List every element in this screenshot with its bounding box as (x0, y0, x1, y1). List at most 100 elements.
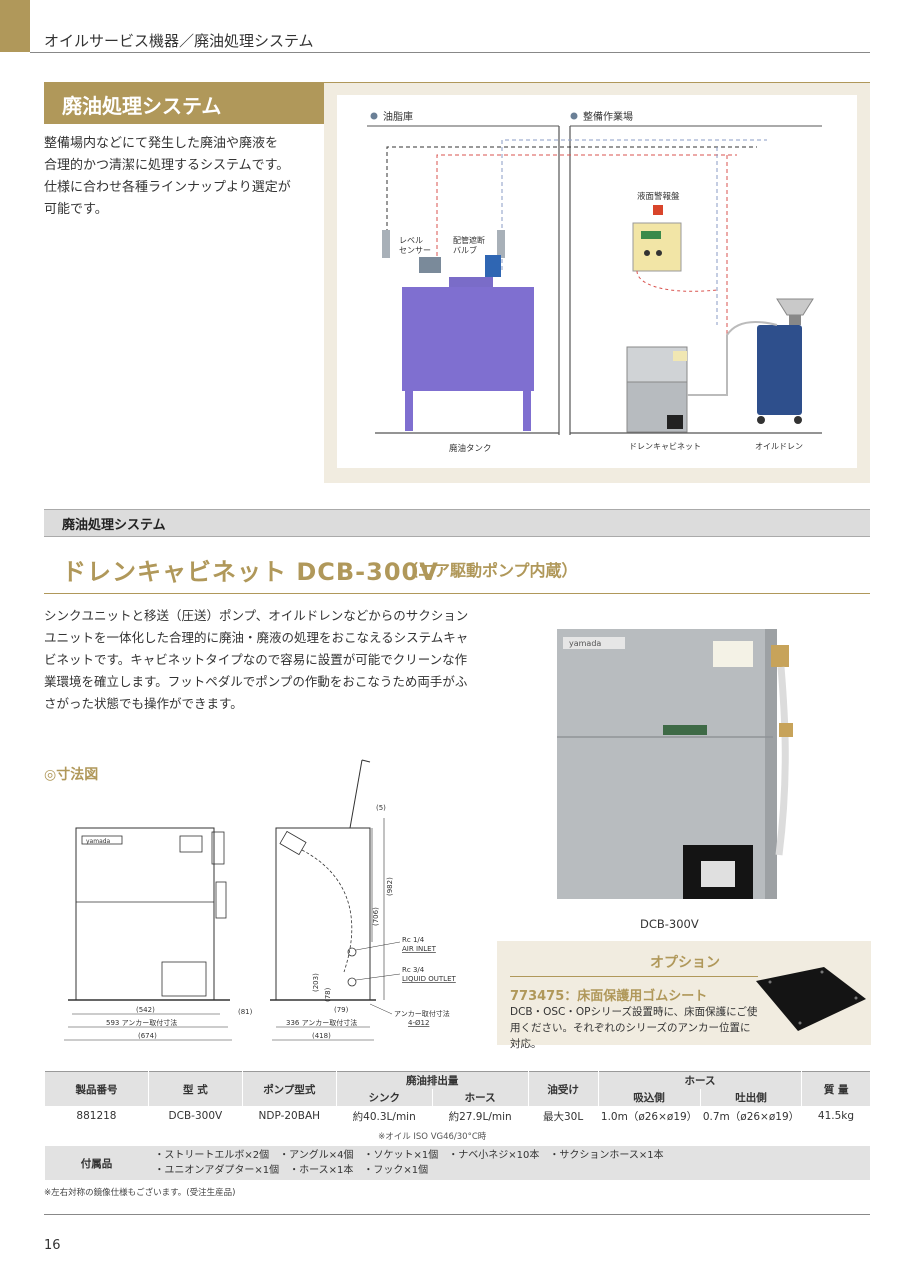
label-level-sensor-2: センサー (399, 246, 431, 255)
option-name: 773475：床面保護用ゴムシート (510, 989, 708, 1004)
mat-hole-1 (768, 980, 772, 984)
header-accent-bar (0, 0, 30, 52)
alarm-switch-2 (656, 250, 662, 256)
option-rule (510, 976, 758, 977)
option-heading: オプション (650, 955, 720, 971)
dim-203: (203) (312, 973, 320, 992)
anchor-hole-spec: 4-Ø12 (408, 1019, 429, 1027)
liquid-outlet-leader (355, 973, 401, 981)
area-left-label: 油脂庫 (383, 110, 413, 123)
drain-neck (789, 315, 801, 325)
cabinet-warning-label (713, 641, 753, 667)
side-view-body (275, 827, 371, 1001)
suction-hose (775, 666, 789, 856)
dimension-drawing-svg: yamada (542) 593 アンカー取付寸法 (674) (81) (98… (64, 759, 457, 1041)
side-internal-hose (301, 849, 353, 973)
level-sensor (382, 230, 390, 258)
cell-product-no: 881218 (76, 1110, 117, 1122)
accessories-label: 付属品 (44, 1146, 149, 1180)
area-right-label: 整備作業場 (583, 110, 633, 123)
section-title-band (44, 82, 324, 124)
label-alarm: 液面警報盤 (637, 191, 680, 202)
photo-caption: DCB-300V (640, 917, 699, 931)
discharge-line (436, 154, 737, 270)
front-brand-text: yamada (86, 838, 111, 845)
liquid-outlet-label: LIQUID OUTLET (402, 975, 457, 983)
alarm-wire (636, 270, 718, 292)
air-line (501, 139, 767, 270)
dim-front-w: (542) (136, 1006, 155, 1014)
anchor-leader (369, 1003, 393, 1015)
label-cabinet: ドレンキャビネット (629, 442, 701, 451)
table-row: 881218 DCB-300V NDP-20BAH 約40.3L/min 約27… (45, 1106, 871, 1126)
th-model: 型 式 (147, 1071, 243, 1106)
oil-drain-body (757, 325, 802, 415)
front-fitting (211, 831, 225, 865)
product-description: シンクユニットと移送（圧送）ポンプ、オイルドレンなどからのサクションユニットを一… (44, 608, 469, 711)
cabinet-side (765, 629, 777, 899)
dim-side-anchor: 336 アンカー取付寸法 (286, 1018, 357, 1027)
cell-pump: NDP-20BAH (258, 1110, 321, 1122)
th-hose-group: ホース (597, 1071, 802, 1089)
cell-hose: 約27.9L/min (448, 1110, 512, 1123)
dim-side-offset: (81) (238, 1008, 253, 1016)
th-hose: ホース (431, 1089, 529, 1106)
label-valve-1: 配管遮断 (453, 235, 485, 245)
air-inlet-leader (355, 941, 401, 951)
cabinet-gauge (663, 725, 707, 735)
dim-side-79: (79) (334, 1006, 349, 1014)
dim-front-anchor: 593 アンカー取付寸法 (106, 1018, 177, 1027)
cell-sink: 約40.3L/min (352, 1110, 416, 1123)
dimension-drawing: yamada (542) 593 アンカー取付寸法 (674) (81) (98… (44, 752, 484, 1052)
liquid-outlet-spec: Rc 3/4 (402, 966, 425, 974)
dim-982: (982) (386, 877, 394, 896)
alarm-lamp (653, 205, 663, 215)
side-hose-fitting (279, 830, 307, 856)
system-diagram: 油脂庫 整備作業場 レベル センサー 配管遮断 バルブ 廃油タンク 液面警報盤 (337, 95, 857, 468)
cell-discharge-side: 0.7m（ø26×ø19） (702, 1110, 800, 1123)
alarm-display (641, 231, 661, 239)
mat-hole-4 (798, 1021, 802, 1025)
rubber-mat-image (752, 963, 868, 1039)
cell-weight: 41.5kg (817, 1110, 855, 1122)
rubber-mat (756, 967, 866, 1031)
cabinet-logo: yamada (569, 639, 601, 648)
product-photo: yamada (553, 625, 797, 911)
anchor-hole-label: アンカー取付寸法 (394, 1009, 450, 1018)
liquid-outlet-port (347, 977, 357, 987)
air-inlet-label: AIR INLET (402, 945, 437, 953)
product-category-label: 廃油処理システム (62, 518, 166, 533)
air-inlet-spec: Rc 1/4 (402, 936, 425, 944)
cell-tray: 最大30L (542, 1110, 584, 1123)
side-lid-top (361, 759, 371, 763)
section-title: 廃油処理システム (62, 94, 222, 118)
footer-rule (44, 1214, 870, 1215)
accessories-line-1: ・ストリートエルボ×2個 ・アングル×4個 ・ソケット×1個 ・ナベ小ネジ×10… (154, 1150, 664, 1161)
rubber-mat-svg (756, 967, 866, 1031)
system-diagram-svg: 油脂庫 整備作業場 レベル センサー 配管遮断 バルブ 廃油タンク 液面警報盤 (367, 110, 822, 454)
label-drain: オイルドレン (755, 442, 803, 451)
front-pedal (161, 961, 207, 997)
page-category: オイルサービス機器／廃油処理システム (44, 32, 314, 50)
cabinet-logo-plate (563, 637, 625, 649)
page-number: 16 (44, 1238, 61, 1253)
cell-suction: 1.0m（ø26×ø19） (600, 1110, 698, 1123)
dim-top-5: (5) (376, 804, 386, 812)
drain-wheel-left (757, 416, 765, 424)
accessories-line-2: ・ユニオンアダプター×1個 ・ホース×1本 ・フック×1個 (154, 1165, 429, 1176)
section-rule (324, 82, 870, 83)
th-sink: シンク (335, 1089, 433, 1106)
regulator (419, 257, 441, 273)
th-product-no: 製品番号 (44, 1071, 149, 1106)
dim-78: (78) (324, 987, 332, 1002)
th-discharge: 廃油排出量 (335, 1071, 529, 1089)
cell-model: DCB-300V (168, 1110, 223, 1122)
brass-elbow (779, 723, 793, 737)
alarm-panel (632, 222, 682, 272)
th-pump: ポンプ型式 (241, 1071, 337, 1106)
dimension-title: ◎寸法図 (44, 767, 99, 783)
th-suction: 吸込側 (597, 1089, 701, 1106)
th-discharge-side: 吐出側 (699, 1089, 802, 1106)
tank-lid (449, 277, 493, 287)
dim-side-total: (418) (312, 1032, 331, 1040)
